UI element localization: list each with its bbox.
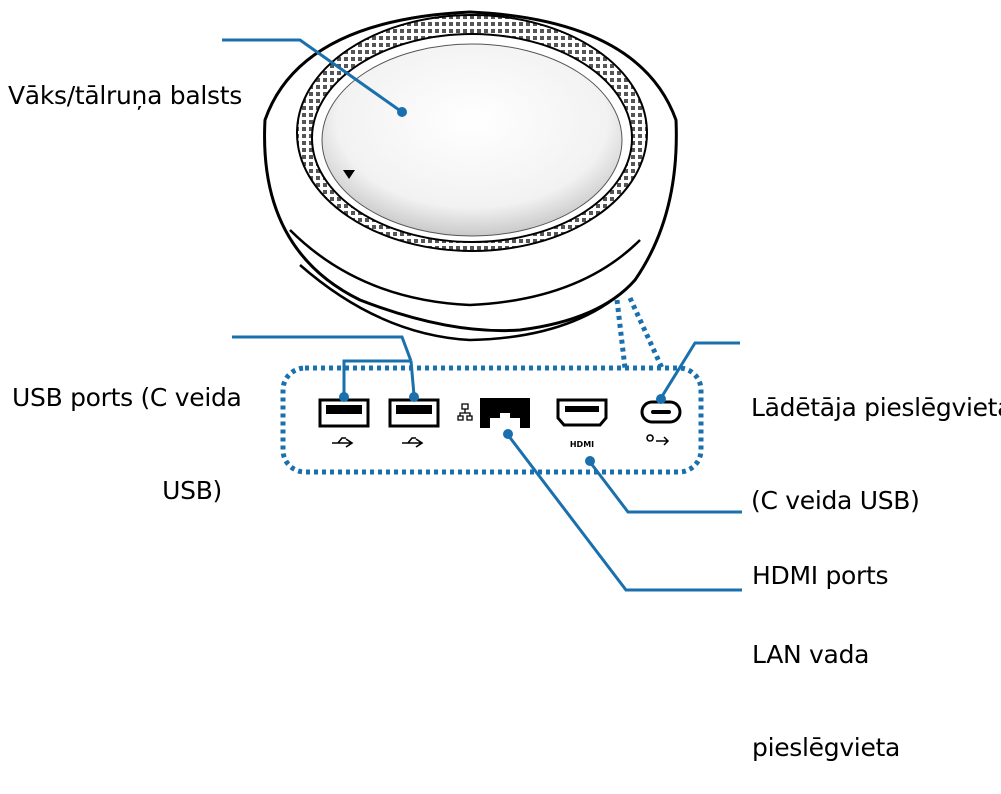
- callout-lan-dot: [503, 429, 513, 439]
- label-usb-ports: USB ports (C veida USB): [12, 320, 242, 537]
- label-line: Lādētāja pieslēgvieta: [751, 393, 1001, 422]
- callout-hdmi-dot: [585, 456, 595, 466]
- label-line: Vāks/tālruņa balsts: [8, 81, 242, 110]
- callout-hdmi-line: [588, 461, 742, 514]
- callout-lan-line: [506, 434, 742, 592]
- port-panel-outline: [280, 365, 704, 475]
- hdmi-mark: HDMI: [570, 440, 594, 449]
- usb-icon: [402, 437, 424, 448]
- lan-port: [457, 398, 530, 428]
- hdmi-port: HDMI: [556, 398, 608, 449]
- label-line: (C veida USB): [751, 486, 920, 515]
- label-line: USB ports (C veida: [12, 383, 242, 412]
- callout-charger-line: [659, 341, 740, 399]
- usb-c-charging-port: [640, 400, 682, 446]
- callout-cover-dot: [397, 107, 407, 117]
- usb-port-1: [318, 398, 370, 448]
- guide-right: [627, 296, 665, 370]
- port-panel-guide: [280, 296, 704, 475]
- cover-phone-stand: [321, 43, 623, 237]
- label-charger-port: Lādētāja pieslēgvieta (C veida USB): [751, 330, 1001, 547]
- callouts: [222, 38, 742, 592]
- usb-c-icon: [646, 434, 670, 446]
- callout-usb-line: [232, 335, 416, 396]
- dock-diagram: HDMI: [222, 10, 742, 592]
- label-line: pieslēgvieta: [752, 733, 901, 762]
- callout-usb-dot-2: [409, 392, 419, 402]
- callout-cover-line: [222, 38, 403, 114]
- network-icon: [457, 403, 473, 421]
- label-line: HDMI ports: [752, 561, 889, 590]
- label-hdmi-port: HDMI ports: [752, 498, 889, 622]
- cover-arrow-icon: [343, 170, 355, 179]
- ports: HDMI: [318, 398, 682, 449]
- guide-left: [614, 299, 628, 369]
- label-cover-phone-stand: Vāks/tālruņa balsts: [8, 18, 242, 142]
- callout-charger-dot: [656, 394, 666, 404]
- dock-body: [263, 10, 678, 342]
- dock-bottom-edge: [299, 264, 626, 342]
- usb-icon: [332, 437, 354, 448]
- usb-port-2: [388, 398, 440, 448]
- label-line: LAN vada: [752, 640, 870, 669]
- callout-usb-dot-1: [339, 392, 349, 402]
- label-lan-port: LAN vada pieslēgvieta: [752, 577, 900, 794]
- dock-lower-band: [289, 229, 641, 307]
- label-line: USB): [162, 476, 222, 505]
